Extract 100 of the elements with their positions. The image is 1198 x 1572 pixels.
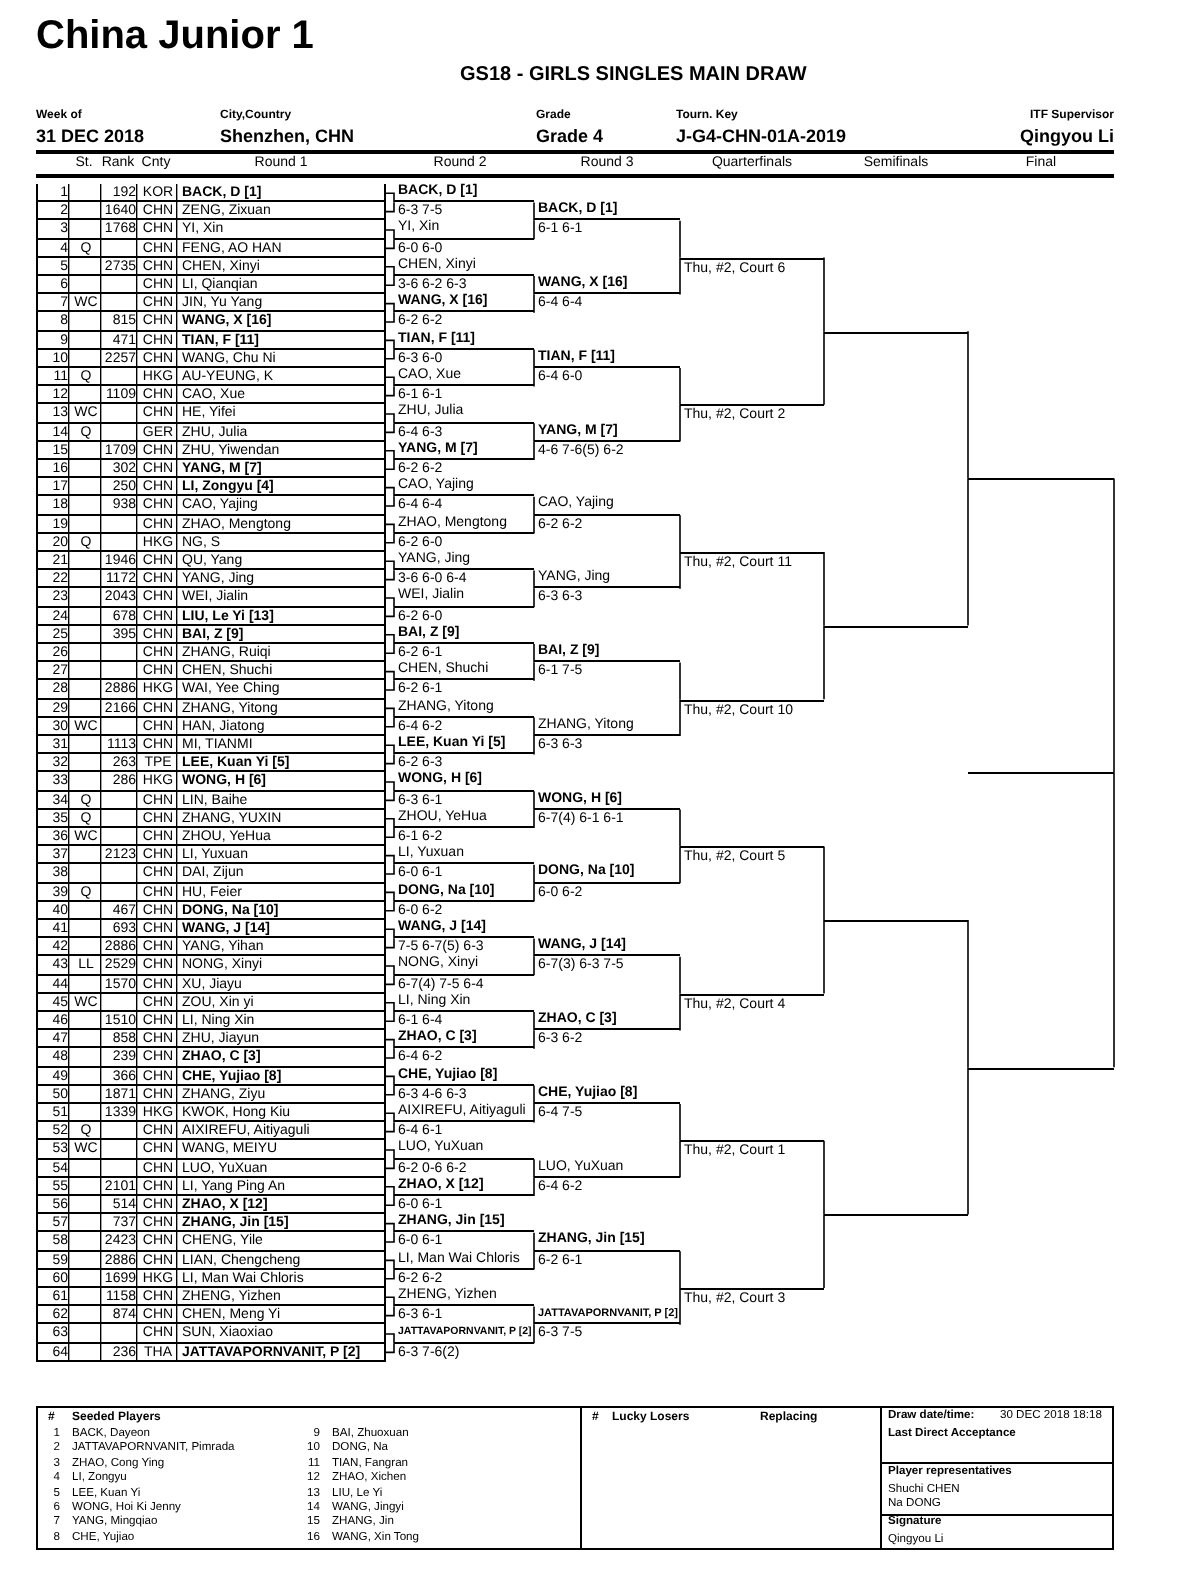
player-row <box>36 736 386 755</box>
player-row <box>36 680 386 700</box>
player-row <box>36 1306 386 1325</box>
player-row <box>36 644 386 663</box>
bracket-line <box>533 440 535 461</box>
bracket-line <box>823 256 825 332</box>
draw-slot-line <box>824 331 968 336</box>
bracket-line <box>679 256 681 296</box>
match-result <box>534 496 680 534</box>
bracket-line <box>1113 772 1115 1068</box>
bracket-line <box>823 1140 825 1216</box>
player-row <box>36 552 386 571</box>
bracket-line <box>533 1084 535 1105</box>
player-row <box>36 1214 386 1233</box>
player-row <box>36 220 386 240</box>
draw-slot-line <box>824 920 968 924</box>
match-result <box>394 588 534 626</box>
match-result <box>394 920 534 957</box>
player-row <box>36 846 386 865</box>
match-result <box>394 699 534 736</box>
bracket-line <box>533 422 535 443</box>
match-result <box>394 515 534 552</box>
match-result <box>394 625 534 663</box>
bracket-line <box>533 496 535 516</box>
draw-slot-line <box>968 772 1114 777</box>
bracket-line <box>533 1029 535 1050</box>
bracket-line <box>385 560 395 572</box>
bracket-line <box>385 192 395 204</box>
player-row <box>36 1012 386 1031</box>
bracket-line <box>533 1011 535 1032</box>
player-row <box>36 828 386 847</box>
player-row <box>36 460 386 479</box>
bracket-line <box>533 1176 535 1197</box>
match-result <box>394 331 534 368</box>
match-result <box>394 220 534 258</box>
bracket-line <box>533 1158 535 1179</box>
bracket-line <box>385 716 395 728</box>
field-value: 31 DEC 2018 <box>36 128 145 146</box>
bracket-line <box>823 1213 825 1289</box>
bracket-line <box>385 1084 395 1096</box>
tournament-title: China Junior 1 <box>36 16 314 56</box>
bracket-line <box>385 413 395 424</box>
match-result <box>394 1177 534 1215</box>
bracket-line <box>533 643 535 664</box>
match-result <box>394 441 534 479</box>
bracket-line <box>533 735 535 756</box>
bracket-line <box>823 845 825 921</box>
player-row <box>36 920 386 939</box>
draw-slot-line <box>968 1067 1114 1072</box>
bracket-line <box>385 965 395 976</box>
bracket-line <box>823 919 825 995</box>
bracket-line <box>385 312 395 323</box>
match-result <box>534 276 680 313</box>
match-result <box>534 423 680 460</box>
match-result <box>534 1159 680 1196</box>
bracket-line <box>385 275 395 286</box>
bracket-line <box>385 1268 395 1280</box>
bracket-line <box>533 1305 535 1326</box>
player-row <box>36 276 386 295</box>
bracket-line <box>385 532 395 544</box>
bracket-line <box>385 1112 395 1124</box>
bracket-line <box>385 864 395 875</box>
bracket-line <box>533 569 535 590</box>
match-result <box>394 736 534 773</box>
field-value: Qingyou Li <box>1018 128 1114 146</box>
bracket-line <box>679 1103 681 1142</box>
bracket-line <box>533 790 535 811</box>
match-result <box>394 956 534 994</box>
bracket-line <box>385 1342 395 1354</box>
match-result <box>534 1232 680 1270</box>
player-row <box>36 1232 386 1252</box>
player-row <box>36 1288 386 1307</box>
bracket-line <box>385 790 395 802</box>
bracket-line <box>967 1066 969 1216</box>
bracket-line <box>679 956 681 995</box>
bracket-line <box>679 845 681 884</box>
player-row <box>36 772 386 792</box>
bracket-line <box>385 348 395 360</box>
bracket-line <box>385 1149 395 1160</box>
match-result <box>534 864 680 902</box>
bracket-line <box>385 1333 395 1344</box>
match-result <box>394 1324 534 1362</box>
match-result <box>394 1067 534 1104</box>
bracket-line <box>385 634 395 645</box>
bracket-line <box>533 367 535 388</box>
bracket-line <box>385 827 395 838</box>
match-result <box>394 184 534 221</box>
bracket-line <box>385 900 395 912</box>
bracket-line <box>533 1324 535 1344</box>
bracket-line <box>533 1250 535 1271</box>
player-row <box>36 368 386 387</box>
player-row <box>36 184 386 203</box>
bracket-line <box>385 1305 395 1317</box>
bracket-line <box>533 808 535 829</box>
match-result <box>534 1012 680 1049</box>
bracket-line <box>385 937 395 949</box>
match-result <box>394 368 534 405</box>
match-result <box>534 938 680 976</box>
field-value: J-G4-CHN-01A-2019 <box>676 128 847 146</box>
bracket-line <box>385 450 395 461</box>
